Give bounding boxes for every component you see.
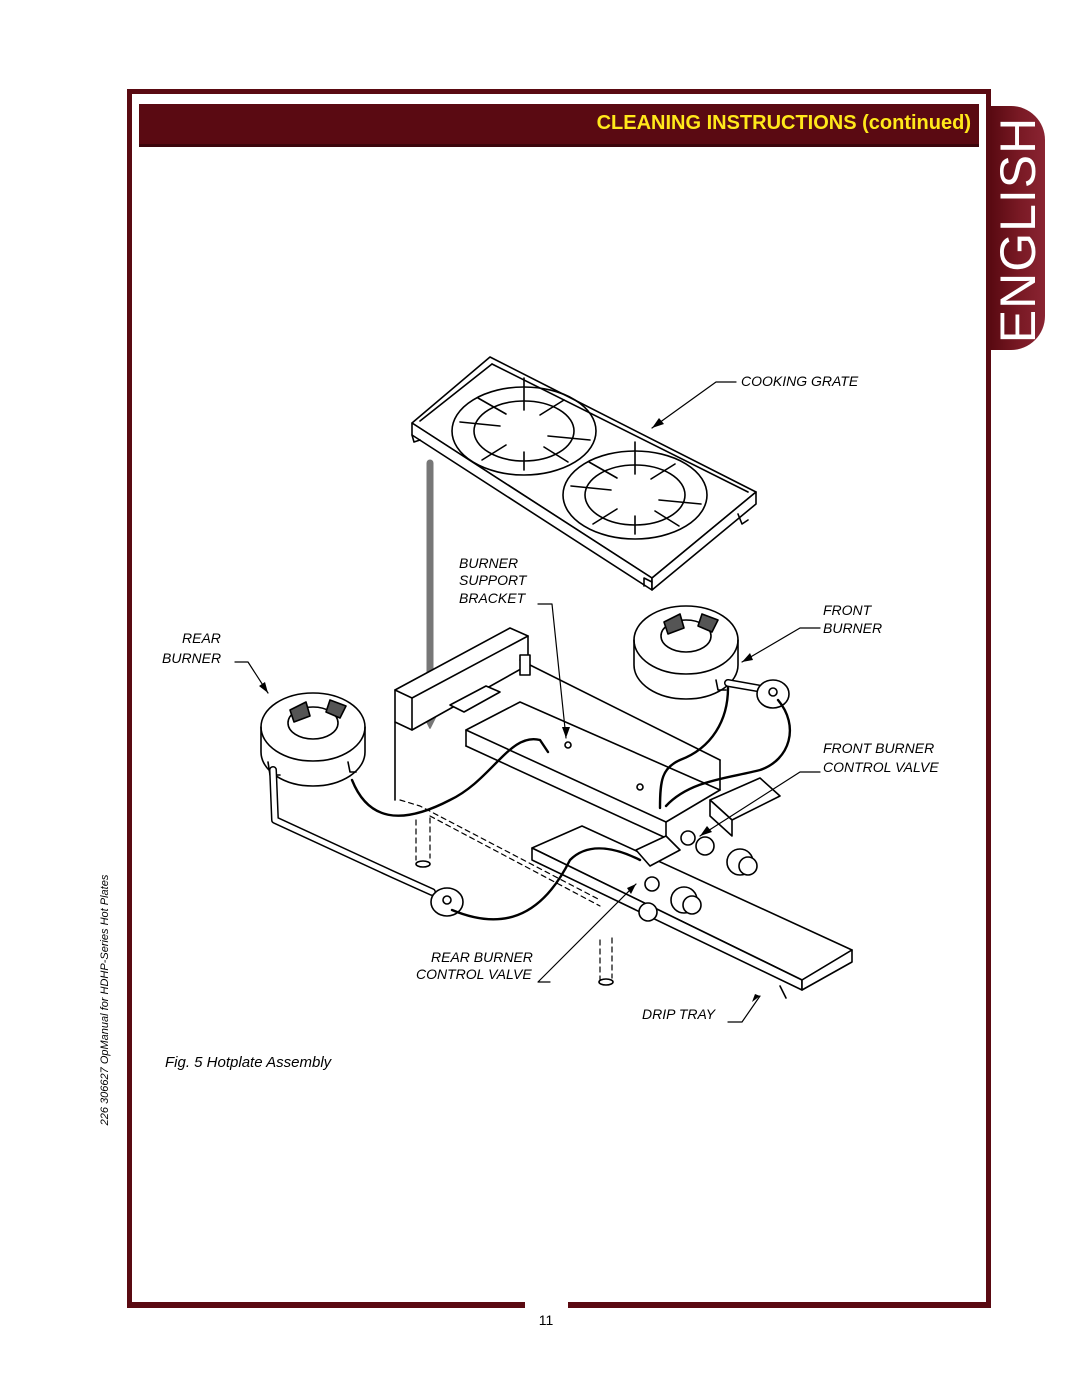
stand-outline bbox=[399, 799, 613, 981]
label-burner-support-1: BURNER bbox=[459, 555, 518, 571]
section-header: CLEANING INSTRUCTIONS (continued) bbox=[139, 104, 979, 147]
page-frame-right bbox=[986, 89, 991, 1308]
burner-support-bracket bbox=[394, 627, 721, 839]
label-rear-burner-2: BURNER bbox=[162, 650, 221, 666]
leader-arrowheads bbox=[259, 418, 760, 1002]
label-cooking-grate: COOKING GRATE bbox=[741, 373, 859, 389]
label-front-burner-1: FRONT bbox=[823, 602, 873, 618]
page-number: 11 bbox=[538, 1312, 554, 1328]
cooking-grate bbox=[411, 356, 757, 591]
label-drip-tray: DRIP TRAY bbox=[642, 1006, 717, 1022]
label-front-valve-2: CONTROL VALVE bbox=[823, 759, 939, 775]
label-rear-valve-2: CONTROL VALVE bbox=[416, 966, 532, 982]
rear-burner-control-valve bbox=[635, 835, 702, 922]
label-burner-support-2: SUPPORT bbox=[459, 572, 528, 588]
front-burner bbox=[633, 605, 739, 700]
rear-burner bbox=[260, 692, 366, 787]
figure-caption: Fig. 5 Hotplate Assembly bbox=[165, 1054, 332, 1071]
label-front-burner-2: BURNER bbox=[823, 620, 882, 636]
page-frame-left bbox=[127, 89, 132, 1308]
language-tab bbox=[991, 106, 1045, 350]
section-title: CLEANING INSTRUCTIONS (continued) bbox=[596, 112, 971, 134]
page-frame-top bbox=[127, 89, 991, 94]
label-burner-support-3: BRACKET bbox=[459, 590, 527, 606]
label-front-valve-1: FRONT BURNER bbox=[823, 740, 934, 756]
gas-lines bbox=[350, 686, 792, 921]
page-frame-bottom-right bbox=[568, 1302, 991, 1308]
leader-lines bbox=[234, 381, 821, 1023]
front-burner-control-valve bbox=[680, 777, 781, 876]
label-rear-burner-1: REAR bbox=[182, 630, 221, 646]
page-frame-bottom-left bbox=[127, 1302, 525, 1308]
label-rear-valve-1: REAR BURNER bbox=[431, 949, 533, 965]
